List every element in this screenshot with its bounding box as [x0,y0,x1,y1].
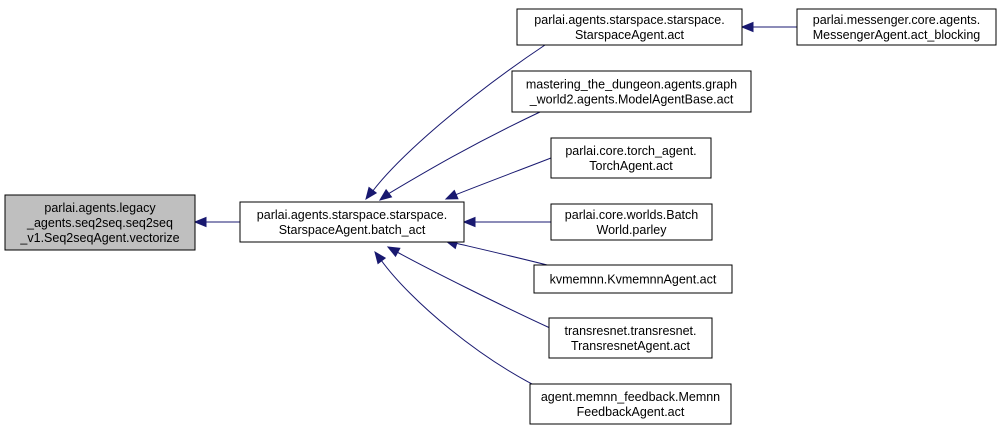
edge-batch_world_parley-to-batch_act [462,216,551,228]
arrowhead [193,216,207,228]
node-model-agent-base-act[interactable]: mastering_the_dungeon.agents.graph_world… [511,70,752,113]
edge-transresnet_act-to-batch_act [386,246,551,329]
node-label-line: mastering_the_dungeon.agents.graph [526,78,737,92]
node-torch-agent-act[interactable]: parlai.core.torch_agent.TorchAgent.act [550,137,712,179]
node-label-line: TransresnetAgent.act [571,339,691,353]
node-box [516,8,743,46]
node-memnn-feedback-act[interactable]: agent.memnn_feedback.MemnnFeedbackAgent.… [529,383,732,425]
edge-line [454,157,552,196]
node-transresnet-act[interactable]: transresnet.transresnet.TransresnetAgent… [548,317,713,359]
edge-memnn_feedback_act-to-batch_act [374,250,549,393]
edge-messenger_act_blocking-to-starspace_act [740,21,797,33]
edge-line [396,251,551,329]
node-vectorize[interactable]: parlai.agents.legacy_agents.seq2seq.seq2… [4,194,196,251]
arrowhead [386,246,401,258]
node-label-line: StarspaceAgent.batch_act [279,223,426,237]
node-box [550,203,713,241]
arrowhead [365,186,378,201]
edge-line [371,44,546,193]
arrowhead [374,250,387,265]
node-label-line: parlai.core.worlds.Batch [565,208,698,222]
edge-model_agent_base_act-to-batch_act [378,111,541,201]
node-label-line: transresnet.transresnet. [564,324,696,338]
edge-line [454,242,552,267]
arrowhead [378,188,393,201]
arrowhead [740,21,754,33]
node-starspace-act[interactable]: parlai.agents.starspace.starspace.Starsp… [516,8,743,46]
node-messenger-act-blocking[interactable]: parlai.messenger.core.agents.MessengerAg… [796,8,997,46]
node-label-line: _v1.Seq2seqAgent.vectorize [19,231,179,245]
edge-line [380,259,549,393]
edge-batch_act-to-vectorize [193,216,240,228]
node-label-line: parlai.messenger.core.agents. [813,13,980,27]
edge-kvmemnn_act-to-batch_act [444,239,552,267]
node-label-line: parlai.agents.legacy [44,201,156,215]
node-box [529,383,732,425]
node-label-line: MessengerAgent.act_blocking [813,28,981,42]
node-label-line: kvmemnn.KvmemnnAgent.act [550,273,717,287]
arrowhead [444,189,459,200]
node-box [550,137,712,179]
node-label-line: StarspaceAgent.act [575,28,685,42]
node-label-line: agent.memnn_feedback.Memnn [541,390,720,404]
node-label-line: _agents.seq2seq.seq2seq [26,216,173,230]
node-label-line: World.parley [597,223,668,237]
node-kvmemnn-act[interactable]: kvmemnn.KvmemnnAgent.act [533,264,733,294]
node-label-line: TorchAgent.act [589,159,673,173]
edge-line [387,111,541,195]
node-label-line: _world2.agents.ModelAgentBase.act [529,93,734,107]
node-label-line: FeedbackAgent.act [577,405,685,419]
edges-layer [193,21,797,393]
node-batch-act[interactable]: parlai.agents.starspace.starspace.Starsp… [239,201,465,243]
node-box [511,70,752,113]
nodes-layer: parlai.agents.legacy_agents.seq2seq.seq2… [4,8,997,425]
edge-starspace_act-to-batch_act [365,44,546,201]
node-box [796,8,997,46]
node-label-line: parlai.agents.starspace.starspace. [257,208,447,222]
node-box [4,194,196,251]
node-box [533,264,733,294]
node-label-line: parlai.agents.starspace.starspace. [534,13,724,27]
edge-torch_agent_act-to-batch_act [444,157,552,200]
node-box [548,317,713,359]
arrowhead [462,216,476,228]
node-label-line: parlai.core.torch_agent. [565,144,696,158]
node-box [239,201,465,243]
